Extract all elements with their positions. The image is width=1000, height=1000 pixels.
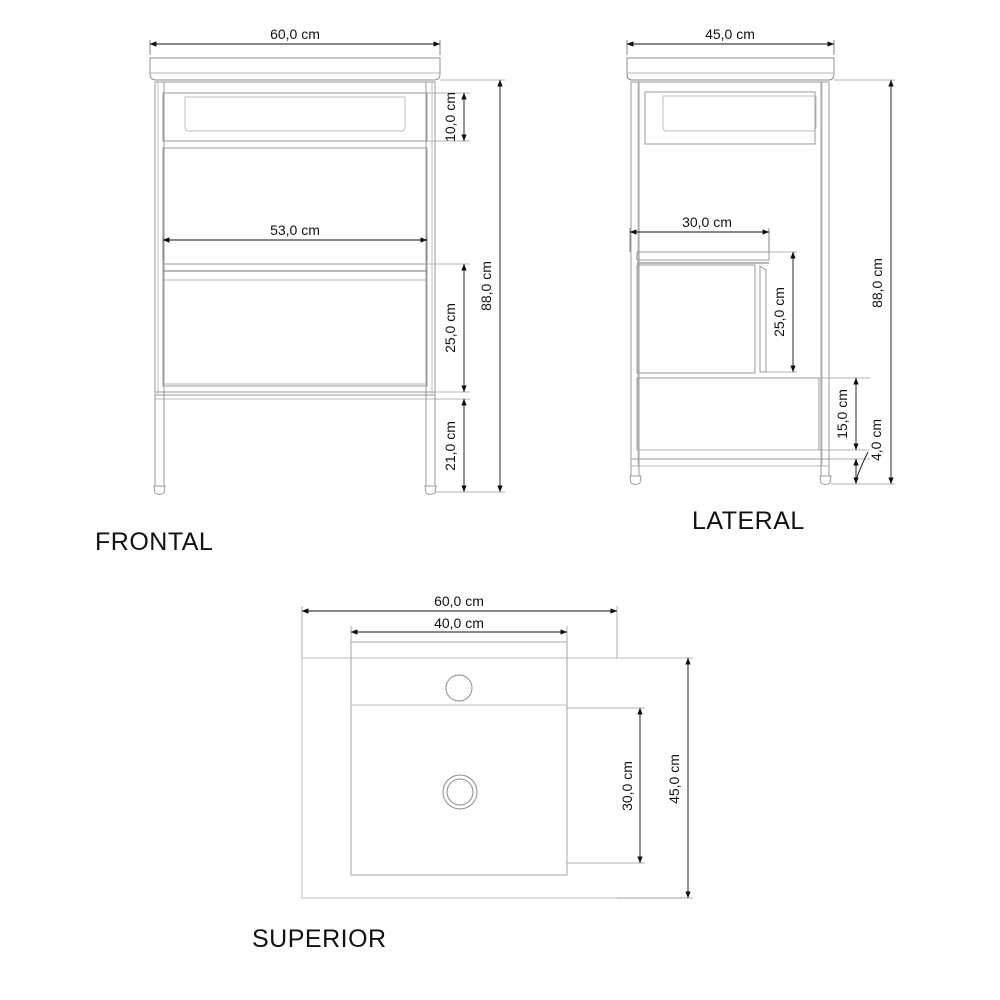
lateral-lower-shelf (636, 377, 820, 451)
dim-frontal-leg-height: 21,0 cm (442, 421, 458, 471)
frontal-upper-drawer (162, 92, 428, 142)
dim-frontal-drawer-height: 10,0 cm (442, 92, 458, 142)
dimension-text-layer: 60,0 cm 10,0 cm 53,0 cm 25,0 cm 21,0 cm … (270, 26, 885, 811)
superior-basin-outline (350, 641, 568, 876)
faucet-hole-icon (445, 674, 473, 702)
dim-superior-width: 60,0 cm (434, 593, 484, 609)
dim-frontal-width: 60,0 cm (270, 26, 320, 42)
view-frontal (149, 57, 441, 495)
lateral-countertop (626, 57, 835, 81)
view-label-frontal: FRONTAL (95, 528, 214, 556)
view-label-lateral: LATERAL (692, 507, 805, 535)
lateral-shelf-top (636, 251, 770, 264)
dim-frontal-door-height: 25,0 cm (442, 303, 458, 353)
view-label-superior: SUPERIOR (252, 925, 387, 953)
frontal-cabinet-body (154, 81, 436, 396)
dim-superior-basin-width: 40,0 cm (434, 615, 484, 631)
view-lateral (626, 57, 835, 485)
lateral-upper-drawer (644, 91, 817, 145)
dim-superior-basin-depth: 30,0 cm (619, 761, 635, 811)
dim-superior-depth: 45,0 cm (666, 754, 682, 804)
frontal-legs (153, 81, 437, 495)
dim-lateral-depth: 45,0 cm (705, 26, 755, 42)
dim-lateral-door-height: 25,0 cm (771, 287, 787, 337)
lateral-dimensions (626, 40, 895, 485)
frontal-dimensions (149, 40, 505, 493)
frontal-door-panel (162, 147, 428, 387)
frontal-countertop (149, 57, 441, 81)
lateral-door-panel (636, 264, 767, 374)
drain-hole-icon (442, 774, 478, 810)
dim-frontal-door-width: 53,0 cm (270, 222, 320, 238)
dim-lateral-lower-shelf: 15,0 cm (834, 389, 850, 439)
superior-dimensions (301, 606, 693, 899)
dim-frontal-overall-height: 88,0 cm (478, 261, 494, 311)
lateral-lower-rail (631, 458, 829, 467)
dim-lateral-shelf-depth: 30,0 cm (682, 214, 732, 230)
frontal-lower-rail (155, 391, 435, 400)
lateral-legs (629, 81, 832, 485)
dim-lateral-foot-height: 4,0 cm (868, 419, 884, 461)
dim-lateral-overall-height: 88,0 cm (869, 258, 885, 308)
lateral-cabinet-body (630, 81, 830, 467)
